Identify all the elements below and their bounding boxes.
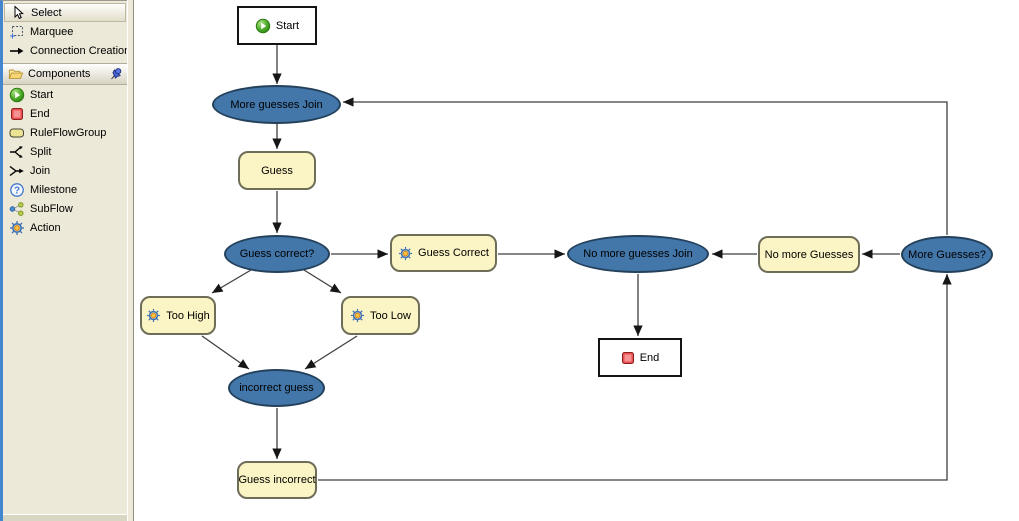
palette-tool-marquee[interactable]: Marquee bbox=[3, 22, 127, 41]
node-label: No more Guesses bbox=[764, 248, 854, 261]
palette-bottom-edge bbox=[3, 514, 127, 521]
connection-icon bbox=[9, 43, 25, 59]
palette-item-label: Start bbox=[30, 88, 54, 101]
start-icon bbox=[255, 18, 271, 34]
node-label: Too Low bbox=[370, 309, 411, 322]
palette-item-label: Action bbox=[30, 221, 61, 234]
palette-item-milestone[interactable]: ? Milestone bbox=[3, 180, 127, 199]
tool-label: Marquee bbox=[30, 25, 74, 38]
node-label: Guess incorrect bbox=[238, 474, 316, 486]
join-icon bbox=[9, 163, 25, 179]
palette-tool-select[interactable]: Select bbox=[4, 3, 126, 22]
end-icon bbox=[9, 106, 25, 122]
folder-icon bbox=[8, 66, 24, 82]
node-guess-correct-q[interactable]: Guess correct? bbox=[224, 235, 330, 273]
palette-item-start[interactable]: Start bbox=[3, 85, 127, 104]
node-no-more-guesses-join[interactable]: No more guesses Join bbox=[567, 235, 709, 273]
node-label: More Guesses? bbox=[908, 248, 986, 261]
marquee-icon bbox=[9, 24, 25, 40]
select-icon bbox=[10, 4, 26, 21]
components-drawer-header[interactable]: Components bbox=[3, 63, 127, 85]
tool-label: Select bbox=[31, 6, 62, 19]
end-icon bbox=[621, 351, 635, 365]
node-label: End bbox=[639, 351, 660, 364]
edge-guess-correct-q-to-too-low[interactable] bbox=[303, 269, 342, 294]
palette-item-ruleflowgroup[interactable]: RuleFlowGroup bbox=[3, 123, 127, 142]
drawer-label: Components bbox=[28, 68, 91, 80]
svg-text:?: ? bbox=[14, 185, 20, 196]
palette-item-label: End bbox=[30, 107, 50, 120]
milestone-icon: ? bbox=[9, 182, 25, 198]
tool-label: Connection Creation bbox=[30, 44, 131, 57]
palette-tool-connection-creation[interactable]: Connection Creation bbox=[3, 41, 131, 60]
palette-resize-sash[interactable] bbox=[127, 0, 134, 521]
palette-item-label: Split bbox=[30, 145, 52, 158]
node-end[interactable]: End bbox=[598, 338, 682, 377]
palette-item-action[interactable]: Action bbox=[3, 218, 127, 237]
edge-guess-correct-q-to-too-high[interactable] bbox=[211, 269, 252, 294]
action-icon bbox=[9, 220, 25, 236]
palette-item-label: Milestone bbox=[30, 183, 78, 196]
node-guess[interactable]: Guess bbox=[238, 151, 316, 190]
node-label: Start bbox=[275, 19, 300, 32]
palette-item-join[interactable]: Join bbox=[3, 161, 127, 180]
node-label: Guess correct? bbox=[239, 248, 315, 260]
node-label: More guesses Join bbox=[230, 98, 323, 111]
node-more-guesses-q[interactable]: More Guesses? bbox=[901, 236, 993, 273]
node-label: Guess bbox=[261, 164, 293, 177]
palette-item-label: RuleFlowGroup bbox=[30, 126, 107, 139]
gear-icon bbox=[350, 308, 365, 323]
node-guess-incorrect[interactable]: Guess incorrect bbox=[237, 461, 317, 499]
gear-icon bbox=[146, 308, 161, 323]
node-no-more-guesses[interactable]: No more Guesses bbox=[758, 236, 860, 273]
node-label: Guess Correct bbox=[418, 247, 489, 259]
split-icon bbox=[9, 144, 25, 160]
node-start[interactable]: Start bbox=[237, 6, 317, 45]
node-label: No more guesses Join bbox=[583, 248, 693, 260]
tool-palette: Select Marquee Connection Creation Compo… bbox=[0, 0, 131, 521]
node-label: Too High bbox=[166, 309, 210, 322]
node-more-guesses-join[interactable]: More guesses Join bbox=[212, 85, 341, 124]
subflow-icon bbox=[9, 201, 25, 217]
edge-too-high-to-incorrect-guess[interactable] bbox=[201, 335, 250, 370]
edge-too-low-to-incorrect-guess[interactable] bbox=[304, 335, 358, 370]
node-incorrect-guess[interactable]: incorrect guess bbox=[228, 369, 325, 407]
node-guess-correct[interactable]: Guess Correct bbox=[390, 234, 497, 272]
palette-item-label: SubFlow bbox=[30, 202, 73, 215]
palette-item-end[interactable]: End bbox=[3, 104, 127, 123]
pin-icon[interactable] bbox=[109, 67, 123, 81]
gear-icon bbox=[398, 246, 413, 261]
node-too-high[interactable]: Too High bbox=[140, 296, 216, 335]
palette-item-split[interactable]: Split bbox=[3, 142, 127, 161]
palette-item-label: Join bbox=[30, 164, 51, 177]
start-icon bbox=[9, 87, 25, 103]
node-too-low[interactable]: Too Low bbox=[341, 296, 420, 335]
ruleflowgroup-icon bbox=[9, 125, 25, 141]
palette-item-subflow[interactable]: SubFlow bbox=[3, 199, 127, 218]
edge-more-guesses-q-to-more-guesses-join[interactable] bbox=[343, 97, 948, 235]
node-label: incorrect guess bbox=[239, 382, 314, 394]
